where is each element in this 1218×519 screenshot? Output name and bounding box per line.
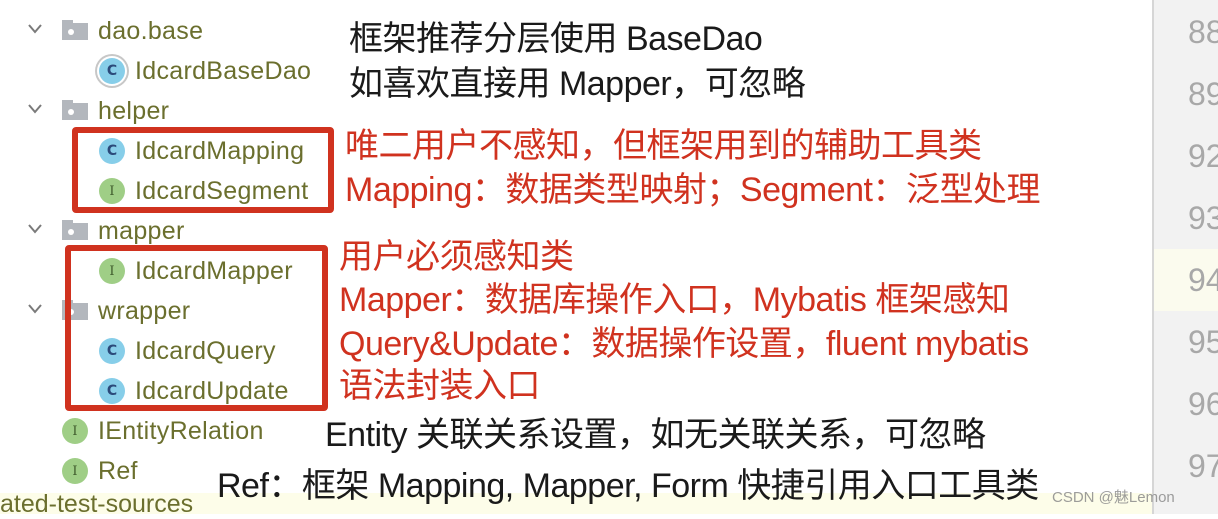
interface-icon: I [99, 258, 125, 284]
line-number: 92 [1188, 138, 1218, 174]
class-icon: C [99, 138, 125, 164]
interface-icon: I [99, 178, 125, 204]
tree-item-label: mapper [98, 216, 185, 245]
tree-item-idcard-update[interactable]: C IdcardUpdate [99, 371, 289, 411]
project-tree: dao.base C IdcardBaseDao helper C Idcard… [0, 11, 1152, 518]
tree-item-idcard-base-dao[interactable]: C IdcardBaseDao [99, 51, 311, 91]
annotation-dao-line2: 如喜欢直接用 Mapper，可忽略 [349, 65, 806, 103]
package-folder-icon [62, 19, 88, 40]
annotation-helper-line1: 唯二用户不感知，但框架用到的辅助工具类 [345, 127, 982, 165]
tree-item-idcard-query[interactable]: C IdcardQuery [99, 331, 276, 371]
line-number: 94 [1188, 262, 1218, 298]
annotation-entity: Entity 关联关系设置，如无关联关系，可忽略 [325, 416, 986, 454]
tree-folder-dao-base[interactable]: dao.base [62, 11, 203, 51]
interface-icon: I [62, 418, 88, 444]
annotation-dao-line1: 框架推荐分层使用 BaseDao [349, 20, 763, 58]
chevron-down-icon[interactable] [28, 104, 42, 116]
annotation-mapper-line2: Mapper：数据库操作入口，Mybatis 框架感知 [339, 281, 1010, 319]
tree-item-idcard-segment[interactable]: I IdcardSegment [99, 171, 308, 211]
chevron-down-icon[interactable] [28, 224, 42, 236]
editor-line-gutter: 88 89 92 93 94 95 96 97 [1152, 0, 1218, 514]
annotation-mapper-line4: 语法封装入口 [339, 367, 541, 405]
tree-item-label: IdcardMapper [135, 256, 293, 285]
chevron-down-icon[interactable] [28, 24, 42, 36]
current-line-highlight [1154, 249, 1218, 311]
interface-icon: I [62, 458, 88, 484]
tree-item-idcard-mapper[interactable]: I IdcardMapper [99, 251, 293, 291]
line-number: 97 [1188, 448, 1218, 484]
line-number: 96 [1188, 386, 1218, 422]
line-number: 93 [1188, 200, 1218, 236]
line-number: 95 [1188, 324, 1218, 360]
tree-item-idcard-mapping[interactable]: C IdcardMapping [99, 131, 304, 171]
tree-item-label: IdcardBaseDao [135, 56, 312, 85]
tree-item-label: IdcardQuery [135, 336, 276, 365]
annotation-ref: Ref：框架 Mapping, Mapper, Form 快捷引用入口工具类 [217, 467, 1039, 505]
tree-item-label: Ref [98, 456, 138, 485]
tree-item-label: IdcardUpdate [135, 376, 289, 405]
watermark: CSDN @魅Lemon [1052, 489, 1175, 506]
tree-item-label: IdcardSegment [135, 176, 309, 205]
tree-item-label: IEntityRelation [98, 416, 264, 445]
tree-folder-helper[interactable]: helper [62, 91, 169, 131]
package-folder-icon [62, 219, 88, 240]
tree-item-label: helper [98, 96, 170, 125]
highlight-box-helper [72, 127, 334, 213]
highlight-box-user-classes [65, 245, 328, 411]
tree-item-label: IdcardMapping [135, 136, 305, 165]
selected-row-highlight [0, 493, 1152, 514]
tree-item-ientity-relation[interactable]: I IEntityRelation [62, 411, 264, 451]
class-icon: C [99, 338, 125, 364]
tree-item-label: wrapper [98, 296, 191, 325]
tree-folder-mapper[interactable]: mapper [62, 211, 185, 251]
line-number: 88 [1188, 14, 1218, 50]
tree-item-label: dao.base [98, 16, 204, 45]
tree-item-generated-test-sources[interactable]: ated-test-sources [0, 490, 194, 518]
annotation-mapper-line3: Query&Update：数据操作设置，fluent mybatis [339, 325, 1029, 363]
class-icon: C [99, 378, 125, 404]
annotation-helper-line2: Mapping：数据类型映射；Segment：泛型处理 [345, 171, 1041, 209]
tree-item-ref[interactable]: I Ref [62, 451, 138, 491]
line-number: 89 [1188, 76, 1218, 112]
package-folder-icon [62, 99, 88, 120]
annotation-mapper-line1: 用户必须感知类 [339, 238, 574, 276]
chevron-down-icon[interactable] [28, 304, 42, 316]
abstract-class-icon: C [99, 58, 125, 84]
